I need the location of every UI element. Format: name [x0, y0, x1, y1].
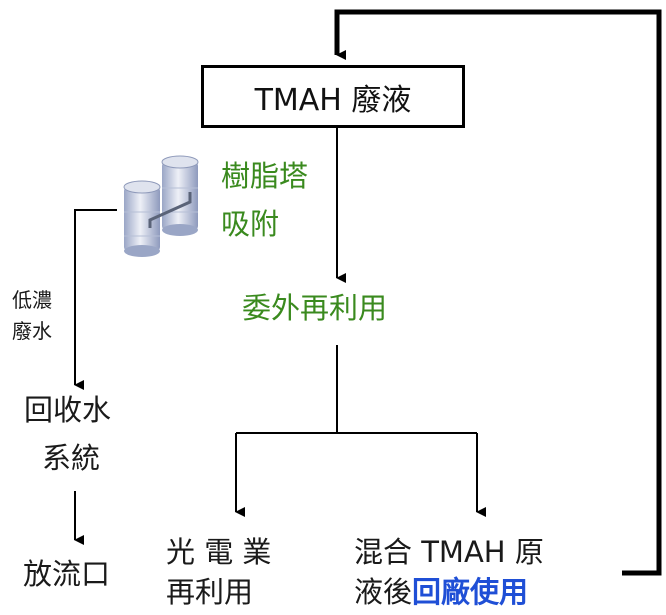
resin-tower-label-line1: 樹脂塔 — [221, 159, 309, 193]
mix-tmah-label-line2: 液後回廠使用 — [354, 575, 529, 609]
return-to-plant-highlight: 回廠使用 — [412, 575, 529, 609]
recycle-water-system-label-line1: 回收水 — [24, 393, 112, 427]
low-conc-wastewater-label-line2: 廢水 — [12, 319, 52, 343]
outlet-label: 放流口 — [23, 557, 111, 591]
optoelectronic-reuse-label-line2: 再利用 — [166, 575, 254, 609]
low-conc-wastewater-label-line1: 低濃 — [12, 288, 52, 312]
resin-tower-tanks-icon — [123, 155, 199, 257]
outsourced-reuse-label: 委外再利用 — [242, 291, 388, 325]
feedback-loop-line — [334, 9, 662, 576]
recycle-water-system-label-line2: 系統 — [42, 441, 101, 475]
mix-tmah-label-line1: 混合 TMAH 原 — [354, 535, 544, 569]
mix-tmah-label-prefix: 液後 — [354, 575, 413, 609]
tmah-waste-label: TMAH 廢液 — [254, 82, 412, 118]
resin-tower-label-line2: 吸附 — [221, 207, 280, 241]
tmah-waste-box: TMAH 廢液 — [201, 65, 465, 128]
optoelectronic-reuse-label-line1: 光 電 業 — [166, 535, 272, 569]
connector-resin-to-recycle — [74, 209, 117, 390]
